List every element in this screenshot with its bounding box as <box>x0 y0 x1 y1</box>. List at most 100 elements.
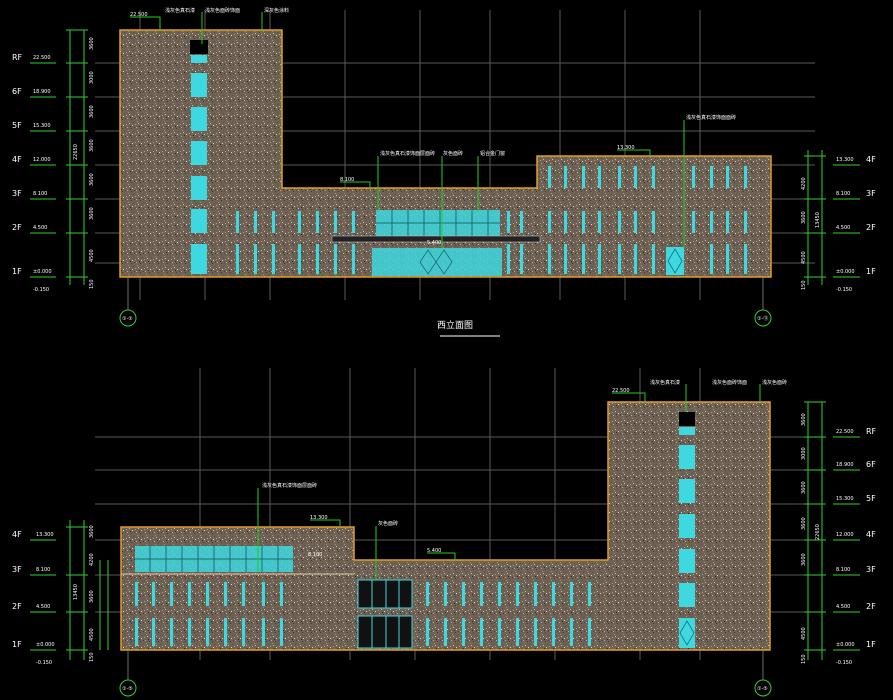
axis-tag: ①-② <box>122 316 133 322</box>
dim-value: 3600 <box>801 517 807 530</box>
dim-value: 3000 <box>801 447 807 460</box>
level-elev: ±0.000 <box>36 642 55 648</box>
level-label: 5F <box>12 121 22 130</box>
windows-1f-top <box>236 244 747 274</box>
level-elev: 4.500 <box>33 225 47 231</box>
dim-value: 3600 <box>89 590 95 603</box>
level-label: 2F <box>12 223 22 232</box>
callout-text: 浅灰色真石漆饰面层面砖 <box>380 150 435 157</box>
level-elev: 12.000 <box>33 157 51 163</box>
dims-right-top <box>804 150 860 285</box>
dim-value: 150 <box>89 652 95 662</box>
callout-elev-roof: 22.500 <box>612 388 630 394</box>
level-label: 3F <box>866 189 876 198</box>
glass-block-mullions <box>371 580 400 648</box>
dim-value: 3600 <box>801 481 807 494</box>
callout-elev: 8.100 <box>308 552 322 558</box>
level-elev: 22.500 <box>33 55 51 61</box>
dim-value: 4500 <box>89 249 95 262</box>
dim-value: 3600 <box>89 173 95 186</box>
callout-elev: 13.300 <box>617 145 635 151</box>
level-elev: ±0.000 <box>836 642 855 648</box>
axis-markers-top: ①-② ①-⑪ <box>119 277 772 327</box>
entrance-doors-top <box>419 249 453 275</box>
level-label: 4F <box>12 155 22 164</box>
dim-value: 3600 <box>801 413 807 426</box>
leaders-bottom <box>257 384 761 580</box>
callout-elev: 13.300 <box>310 515 328 521</box>
level-elev: 13.300 <box>836 157 854 163</box>
dim-value: 4500 <box>801 251 807 264</box>
building-outline-bottom <box>120 401 771 651</box>
dim-value: 3000 <box>89 71 95 84</box>
stair-tower-roof-opening <box>190 40 208 54</box>
dim-value: 150 <box>801 654 807 664</box>
level-bottom: -0.150 <box>836 287 852 293</box>
leaders-top <box>130 12 685 248</box>
level-elev: ±0.000 <box>33 269 52 275</box>
level-label: 4F <box>866 530 876 539</box>
side-door-top <box>666 247 684 275</box>
level-label: 1F <box>866 267 876 276</box>
stair-windows <box>191 55 207 274</box>
windows-2f-bottom <box>135 582 591 606</box>
building-bottom <box>120 401 771 651</box>
axis-markers-bottom: ①-⑤ ①-⑤ <box>119 650 772 697</box>
dim-total: 13450 <box>73 584 79 600</box>
callout-text: 浅灰色真石漆 <box>165 7 195 14</box>
callout-text: 灰色面砖 <box>378 520 398 527</box>
level-label: 6F <box>866 460 876 469</box>
level-elev: 4.500 <box>36 604 50 610</box>
level-elev: 8.100 <box>836 191 850 197</box>
level-label: 2F <box>866 602 876 611</box>
side-door-swing-bottom <box>679 620 695 646</box>
callout-text: 浅灰色真石漆饰面层面砖 <box>262 482 317 489</box>
building-outline <box>119 29 772 278</box>
entrance-glass-top <box>372 248 502 276</box>
level-label: 3F <box>12 189 22 198</box>
dim-value: 3600 <box>89 525 95 538</box>
callout-text: 浅灰色面砖饰面 <box>205 7 240 14</box>
level-elev: 8.100 <box>36 567 50 573</box>
dims-right-bottom <box>804 401 860 660</box>
callout-texts-top: 22.500 浅灰色真石漆 浅灰色面砖饰面 深灰色涂料 浅灰色真石漆饰面层面砖 … <box>130 7 736 246</box>
level-label: 2F <box>866 223 876 232</box>
dim-value: 3600 <box>89 105 95 118</box>
axis-tag: ①-⑤ <box>122 686 133 692</box>
dim-value: 150 <box>89 279 95 289</box>
level-elev: 18.900 <box>836 462 854 468</box>
curtain-wall-mullions-bottom <box>135 546 293 572</box>
level-label: 5F <box>866 494 876 503</box>
axis-tag: ①-⑪ <box>757 315 768 322</box>
level-label: 3F <box>866 565 876 574</box>
dims-left-bottom <box>30 520 109 660</box>
callout-texts-bottom: 22.500 浅灰色真石漆 浅灰色面砖饰面 浅灰色面砖 浅灰色真石漆饰面层面砖 … <box>262 379 787 558</box>
callout-elev-roof: 22.500 <box>130 12 148 18</box>
level-label: 1F <box>12 640 22 649</box>
callout-text: 浅灰色面砖饰面 <box>712 379 747 386</box>
callout-text: 灰色面砖 <box>443 150 463 157</box>
drawing-title: 西立面图 <box>437 319 473 331</box>
callout-text: 浅灰色真石漆 <box>650 379 680 386</box>
dim-value: 3600 <box>801 553 807 566</box>
level-bottom: -0.150 <box>36 660 52 666</box>
side-door-swing-top <box>667 248 683 274</box>
dim-values-left-top: 3600 3000 3600 3600 3600 3600 4500 22650… <box>73 37 95 289</box>
windows-1f-bottom <box>135 618 591 646</box>
glass-block-bottom <box>357 579 413 649</box>
level-label: 4F <box>12 530 22 539</box>
level-bottom: -0.150 <box>33 287 49 293</box>
callout-text: 深灰色涂料 <box>264 7 289 14</box>
dim-value: 4200 <box>89 553 95 566</box>
level-label: 1F <box>12 267 22 276</box>
level-labels-right-bottom: RF 22.500 6F 18.900 5F 15.300 4F 12.000 … <box>801 413 877 666</box>
level-elev: 4.500 <box>836 604 850 610</box>
windows-2f-top <box>236 211 747 233</box>
level-label: RF <box>866 427 877 436</box>
level-label: RF <box>12 53 23 62</box>
level-bottom: -0.150 <box>836 660 852 666</box>
dim-total: 22650 <box>73 144 79 160</box>
level-elev: 15.300 <box>836 496 854 502</box>
level-label: 2F <box>12 602 22 611</box>
building-top <box>119 29 772 278</box>
